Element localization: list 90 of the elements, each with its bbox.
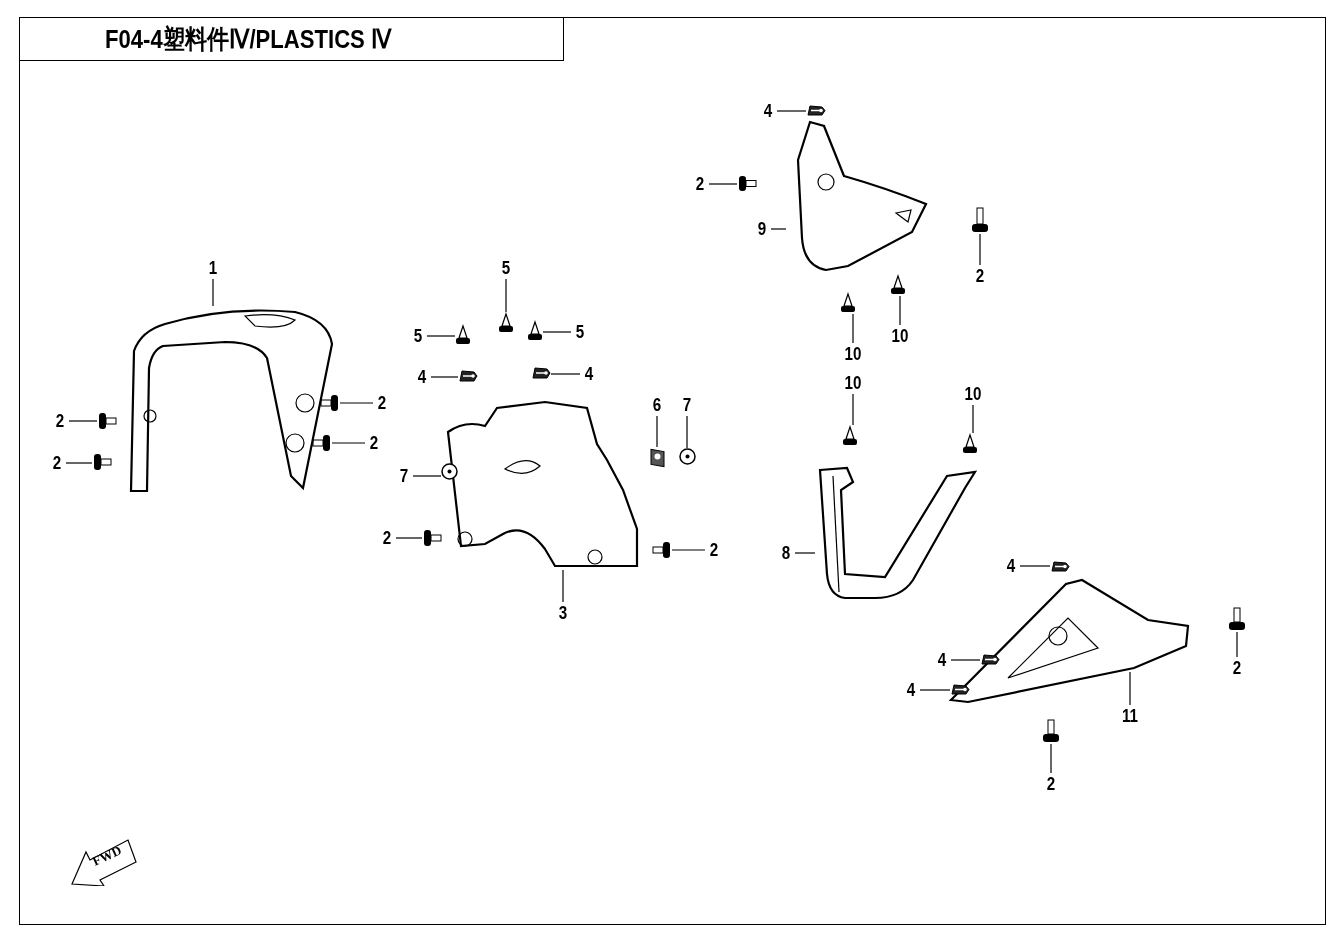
rivet-icon — [498, 312, 514, 334]
callout-number: 10 — [842, 343, 864, 365]
callout-number: 7 — [393, 465, 415, 487]
callout-number: 2 — [969, 265, 991, 287]
callout-number: 10 — [842, 372, 864, 394]
leader-line — [979, 233, 981, 266]
callout-number: 2 — [46, 452, 68, 474]
callout-number: 9 — [751, 218, 773, 240]
callout-number: 4 — [931, 649, 953, 671]
callout-number: 4 — [578, 363, 600, 385]
callout-number: 2 — [703, 539, 725, 561]
washer-icon — [679, 448, 696, 465]
washer-icon — [441, 463, 458, 480]
clip-icon — [980, 653, 1000, 666]
callout-number: 10 — [889, 325, 911, 347]
screw-icon — [312, 434, 332, 452]
leader-line — [852, 313, 854, 344]
leader-line — [899, 295, 901, 326]
leader-line — [1019, 565, 1051, 567]
leader-line — [972, 404, 974, 434]
leader-line — [339, 402, 374, 404]
callout-number: 2 — [49, 410, 71, 432]
callout-number: 10 — [962, 383, 984, 405]
leader-line — [542, 331, 572, 333]
callout-number: 4 — [411, 366, 433, 388]
callout-number: 2 — [1040, 773, 1062, 795]
callout-number: 5 — [407, 325, 429, 347]
clip-icon — [1050, 560, 1070, 573]
callout-number: 5 — [569, 321, 591, 343]
leader-line — [1050, 743, 1052, 774]
rivet-icon — [890, 274, 906, 296]
screw-icon — [92, 453, 112, 471]
leader-line — [412, 475, 442, 477]
rivet-icon — [842, 425, 858, 447]
callout-number: 6 — [646, 394, 668, 416]
callout-number: 8 — [775, 542, 797, 564]
leader-line — [562, 569, 564, 603]
screw-icon — [422, 529, 442, 547]
leader-line — [65, 462, 93, 464]
callout-number: 2 — [371, 392, 393, 414]
leader-line — [770, 228, 787, 230]
screw-icon — [737, 175, 757, 192]
callout-number: 7 — [676, 394, 698, 416]
leader-line — [1129, 671, 1131, 706]
callout-number: 2 — [363, 432, 385, 454]
rivet-icon — [840, 292, 856, 314]
callout-number: 3 — [552, 602, 574, 624]
callout-number: 11 — [1119, 705, 1141, 727]
rivet-icon — [527, 320, 543, 342]
title: F04-4塑料件Ⅳ/PLASTICS Ⅳ — [105, 23, 392, 56]
clip-icon — [950, 683, 970, 696]
rivet-icon — [455, 324, 471, 346]
direction-label: FWD — [90, 842, 125, 870]
leader-line — [550, 373, 581, 375]
leader-line — [794, 552, 816, 554]
screw-icon — [971, 206, 989, 234]
leader-line — [656, 415, 658, 448]
clip-icon — [806, 104, 826, 117]
leader-line — [430, 376, 459, 378]
callout-number: 4 — [757, 100, 779, 122]
leader-line — [671, 549, 706, 551]
leader-line — [68, 420, 98, 422]
callout-number: 2 — [689, 173, 711, 195]
leader-line — [1236, 631, 1238, 658]
leader-line — [331, 442, 366, 444]
nut-icon — [649, 447, 666, 466]
clip-icon — [458, 369, 478, 383]
callout-number: 2 — [1226, 657, 1248, 679]
callout-number: 4 — [1000, 555, 1022, 577]
callout-number: 1 — [202, 257, 224, 279]
leader-line — [919, 689, 951, 691]
callout-number: 5 — [495, 257, 517, 279]
clip-icon — [531, 366, 551, 380]
screw-icon — [1042, 718, 1060, 744]
screw-icon — [652, 541, 672, 559]
leader-line — [776, 110, 807, 112]
screw-icon — [320, 394, 340, 412]
screw-icon — [97, 412, 117, 430]
leader-line — [852, 393, 854, 426]
callout-number: 2 — [376, 527, 398, 549]
leader-line — [708, 183, 738, 185]
leader-line — [505, 278, 507, 313]
leader-line — [395, 537, 423, 539]
callout-number: 4 — [900, 679, 922, 701]
leader-line — [426, 335, 456, 337]
leader-line — [686, 415, 688, 449]
screw-icon — [1228, 606, 1246, 632]
leader-line — [950, 659, 981, 661]
leader-line — [212, 278, 214, 307]
rivet-icon — [962, 433, 978, 455]
